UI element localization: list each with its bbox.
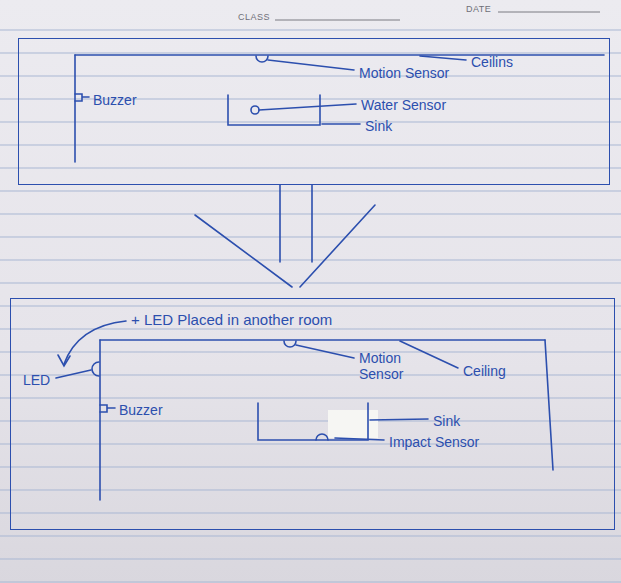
pointer-arrow xyxy=(64,321,126,364)
sink-outline xyxy=(228,95,320,125)
room-label: + LED Placed in another room xyxy=(131,311,332,328)
motion-sensor-symbol xyxy=(256,56,268,62)
ruled-line xyxy=(0,582,621,583)
wall-line xyxy=(545,340,553,470)
ruled-line xyxy=(0,145,621,146)
ruled-line xyxy=(0,398,621,399)
ruled-line xyxy=(0,375,621,376)
ruled-line xyxy=(0,168,621,169)
ruled-line xyxy=(0,444,621,445)
room-label: Impact Sensor xyxy=(389,434,479,450)
header-label: DATE xyxy=(466,4,491,14)
leader-line xyxy=(268,60,354,70)
ruled-line xyxy=(0,30,621,31)
ruled-line xyxy=(0,559,621,560)
bottom-room xyxy=(56,321,553,500)
arrow-head xyxy=(58,355,70,366)
room-label: Ceiling xyxy=(463,363,506,379)
leader-line xyxy=(420,56,466,60)
leader-line xyxy=(259,104,356,110)
ruled-line xyxy=(0,76,621,77)
ruled-line xyxy=(0,467,621,468)
header-label: CLASS xyxy=(238,12,270,22)
flow-arrow xyxy=(195,185,375,287)
room-label: Buzzer xyxy=(93,92,137,108)
leader-line xyxy=(322,123,360,125)
ruled-line xyxy=(0,191,621,192)
room-label: Sink xyxy=(365,118,392,134)
ruled-line xyxy=(0,306,621,307)
room-label: LED xyxy=(23,372,50,388)
ruled-line xyxy=(0,260,621,261)
room-label: Water Sensor xyxy=(361,97,446,113)
ruled-line xyxy=(0,214,621,215)
room-frame: + LED Placed in another roomLED Motion Se… xyxy=(10,298,615,530)
top-room xyxy=(75,55,604,162)
ceiling-line xyxy=(75,54,604,56)
ruled-line xyxy=(0,490,621,491)
room-label: Buzzer xyxy=(119,402,163,418)
ruled-line xyxy=(0,421,621,422)
ceiling-line xyxy=(100,339,545,341)
room-label: Sink xyxy=(433,413,460,429)
ruled-line xyxy=(0,53,621,54)
ruled-line xyxy=(0,237,621,238)
header-rules xyxy=(275,12,600,20)
tape-patch xyxy=(328,410,378,438)
leader-line xyxy=(56,370,91,378)
ruled-line xyxy=(0,352,621,353)
room-label: Motion Sensor xyxy=(359,350,421,382)
leader-line xyxy=(400,341,458,368)
ruled-line xyxy=(0,536,621,537)
motion-sensor-symbol xyxy=(284,341,296,347)
water-sensor-symbol xyxy=(251,106,259,114)
room-label: Ceilins xyxy=(471,54,513,70)
buzzer-symbol xyxy=(100,405,115,412)
ruled-line xyxy=(0,122,621,123)
sink-outline xyxy=(258,403,368,440)
ruled-line xyxy=(0,513,621,514)
wall-line xyxy=(74,55,76,162)
leader-line xyxy=(296,345,354,358)
room-frame: Motion Sensor CeilinsBuzzer Water SensorSi… xyxy=(18,38,610,185)
wall-line xyxy=(99,340,101,500)
leader-line xyxy=(335,438,384,440)
ruled-line xyxy=(0,283,621,284)
led-symbol xyxy=(92,362,99,376)
buzzer-symbol xyxy=(75,94,89,101)
room-label: Motion Sensor xyxy=(359,65,449,81)
leader-line xyxy=(370,419,428,420)
impact-sensor-symbol xyxy=(316,434,328,440)
